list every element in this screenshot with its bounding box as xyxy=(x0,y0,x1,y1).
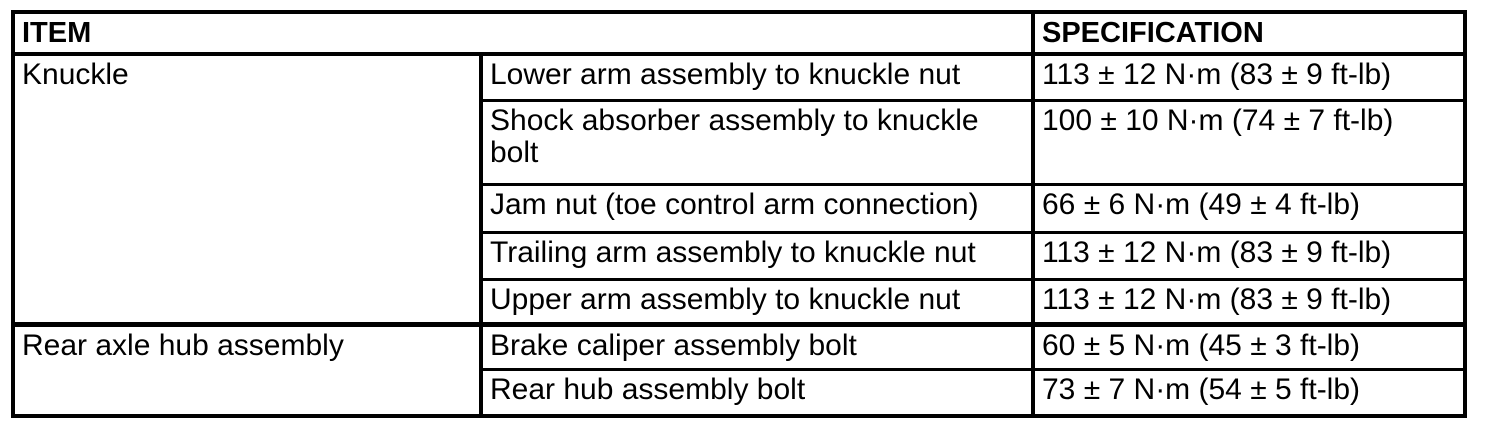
item-group-cell-knuckle: Knuckle xyxy=(11,52,483,326)
spec-cell: 73 ± 7 N·m (54 ± 5 ft-lb) xyxy=(1031,367,1467,418)
torque-specification-table: ITEM SPECIFICATION Knuckle Lower arm ass… xyxy=(11,10,1467,418)
spec-cell: 113 ± 12 N·m (83 ± 9 ft-lb) xyxy=(1031,230,1467,281)
spec-cell: 66 ± 6 N·m (49 ± 4 ft-lb) xyxy=(1031,182,1467,234)
item-group-cell-rear-axle-hub-assembly: Rear axle hub assembly xyxy=(11,321,483,418)
item-column-header: ITEM xyxy=(11,10,1035,56)
component-cell: Jam nut (toe control arm connection) xyxy=(479,182,1035,234)
spec-cell: 100 ± 10 N·m (74 ± 7 ft-lb) xyxy=(1031,98,1467,186)
table-row: Shock absorber assembly to knuckle bolt … xyxy=(13,98,1467,186)
component-cell: Trailing arm assembly to knuckle nut xyxy=(479,230,1035,281)
table-row: Trailing arm assembly to knuckle nut 113… xyxy=(13,230,1467,281)
table-row: Rear axle hub assembly Brake caliper ass… xyxy=(11,321,1467,418)
table-row: Jam nut (toe control arm connection) 66 … xyxy=(13,182,1467,234)
component-cell: Lower arm assembly to knuckle nut xyxy=(479,52,1035,102)
component-cell: Shock absorber assembly to knuckle bolt xyxy=(479,98,1035,186)
spec-cell: 113 ± 12 N·m (83 ± 9 ft-lb) xyxy=(1031,52,1467,102)
table-header-row: ITEM SPECIFICATION xyxy=(11,10,1467,56)
table-row: Rear hub assembly bolt 73 ± 7 N·m (54 ± … xyxy=(13,367,1467,418)
spec-cell: 60 ± 5 N·m (45 ± 3 ft-lb) xyxy=(1031,321,1467,371)
component-cell: Brake caliper assembly bolt xyxy=(479,321,1035,371)
component-cell: Rear hub assembly bolt xyxy=(479,367,1035,418)
component-cell: Upper arm assembly to knuckle nut xyxy=(479,277,1035,326)
specification-column-header: SPECIFICATION xyxy=(1031,10,1467,56)
spec-cell: 113 ± 12 N·m (83 ± 9 ft-lb) xyxy=(1031,277,1467,326)
table-row: Upper arm assembly to knuckle nut 113 ± … xyxy=(13,277,1467,326)
table-row: Knuckle Lower arm assembly to knuckle nu… xyxy=(11,52,1467,326)
